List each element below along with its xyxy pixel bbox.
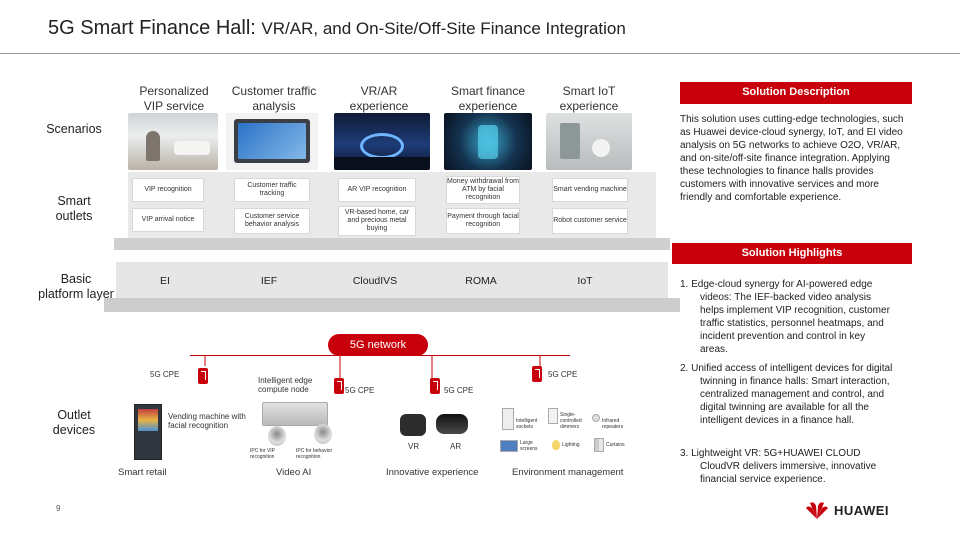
cpe-label-environment: 5G CPE [548,370,577,379]
vr-label: VR [408,442,419,451]
cpe-label-innovative: 5G CPE [444,386,473,395]
camera-icon [314,424,332,444]
group-innovative: Innovative experience [386,467,478,478]
outlet-devices-label: Outlet devices [38,408,110,438]
ar-label: AR [450,442,461,451]
cpe-label-retail: 5G CPE [150,370,179,379]
edge-server-icon [262,402,328,426]
cpe-icon [430,378,440,394]
solution-description-heading: Solution Description [680,82,912,104]
page-number: 9 [56,504,60,513]
dimmer-icon [548,408,558,424]
vending-machine-icon [134,404,162,460]
cpe-label-video: 5G CPE [345,386,374,395]
highlight-item-2: 2. Unified access of intelligent devices… [680,362,894,427]
edge-node-label: Intelligent edge compute node [258,376,322,394]
camera-icon [268,426,286,446]
infrared-label: Infrared repeaters [602,418,632,430]
highlight-item-3: 3. Lightweight VR: 5G+HUAWEI CLOUD Cloud… [680,447,894,486]
large-screens-label: Large screens [520,440,550,452]
curtains-label: Curtains [606,442,630,448]
cpe-icon [198,368,208,384]
ar-glasses-icon [436,414,468,434]
ipc-behavior-label: IPC for behavior recognition [296,448,354,460]
lightbulb-icon [552,440,560,450]
infrared-icon [592,414,600,422]
sockets-label: Intelligent sockets [516,418,542,430]
solution-description-text: This solution uses cutting-edge technolo… [680,113,912,204]
group-environment: Environment management [512,467,623,478]
group-video-ai: Video AI [276,467,311,478]
highlight-item-1: 1. Edge-cloud synergy for AI-powered edg… [680,278,894,356]
lighting-label: Lighting [562,442,588,448]
dimmers-label: Single-controlled dimmers [560,412,588,430]
curtain-icon [594,438,604,452]
solution-highlights-heading: Solution Highlights [672,243,912,264]
large-screen-icon [500,440,518,452]
cpe-icon [532,366,542,382]
ipc-vip-label: IPC for VIP recognition [250,448,294,460]
cpe-icon [334,378,344,394]
huawei-logo-icon [804,500,830,520]
vending-label: Vending machine with facial recognition [168,412,256,430]
brand-name: HUAWEI [834,503,889,518]
group-smart-retail: Smart retail [118,467,167,478]
vr-headset-icon [400,414,426,436]
socket-icon [502,408,514,430]
